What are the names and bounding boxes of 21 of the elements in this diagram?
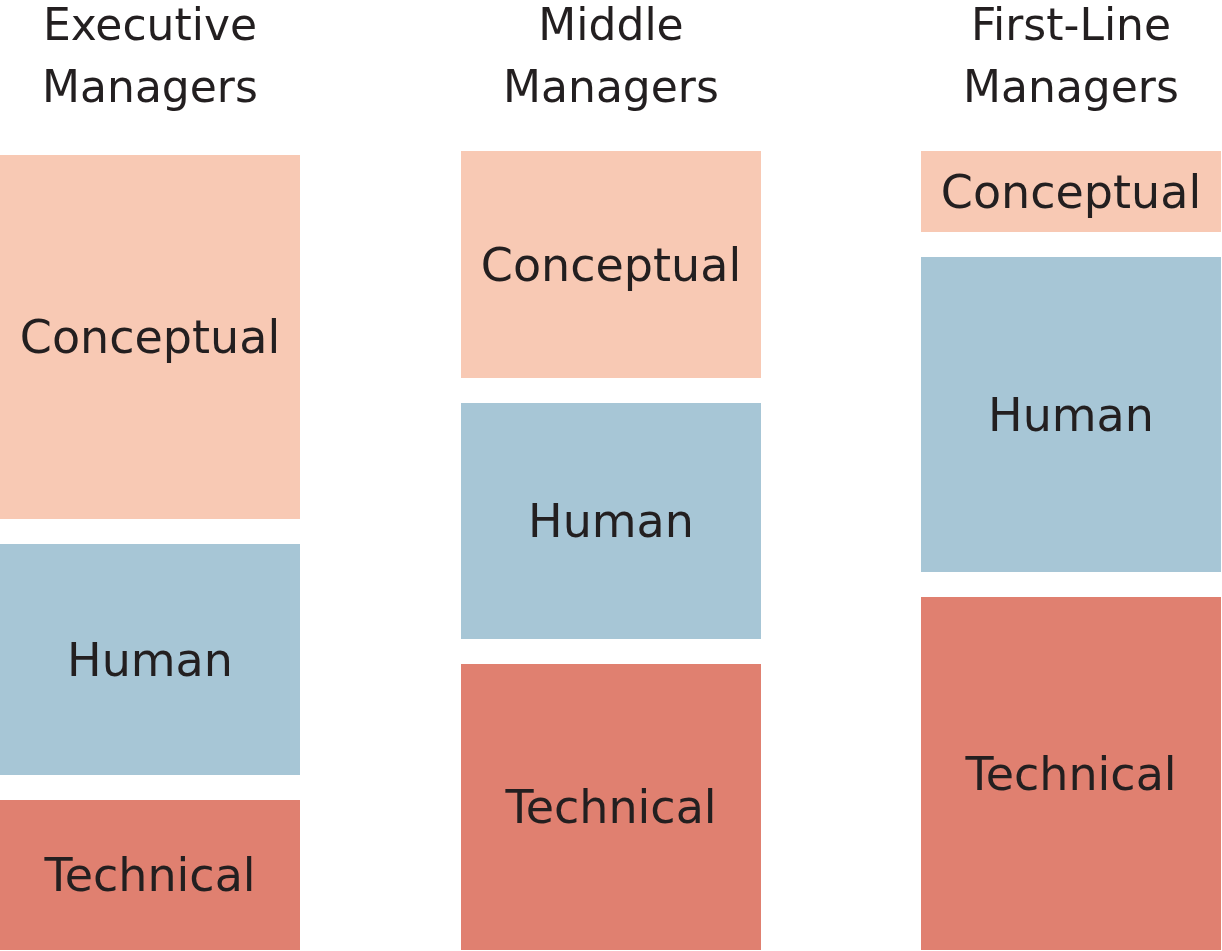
skill-label: Human	[528, 494, 694, 548]
skill-block	[921, 597, 1221, 950]
skill-block	[0, 544, 300, 775]
skill-block	[0, 800, 300, 950]
skill-block	[0, 155, 300, 519]
skill-label: Technical	[44, 848, 256, 902]
skill-label: Technical	[505, 780, 717, 834]
column-heading: Executive Managers	[41, 0, 259, 114]
skill-block	[461, 151, 761, 378]
skill-label: Human	[67, 632, 233, 687]
skill-label: Human	[988, 387, 1154, 442]
skill-label: Conceptual	[940, 164, 1202, 219]
column-heading: First-Line Managers	[962, 0, 1180, 114]
skill-block	[461, 664, 761, 950]
skill-label: Technical	[965, 746, 1177, 801]
skill-label: Conceptual	[19, 310, 281, 364]
skill-block	[921, 151, 1221, 232]
skill-label: Conceptual	[480, 237, 742, 292]
skill-block	[921, 257, 1221, 572]
column-heading: Middle Managers	[502, 0, 720, 114]
skill-block	[461, 403, 761, 639]
